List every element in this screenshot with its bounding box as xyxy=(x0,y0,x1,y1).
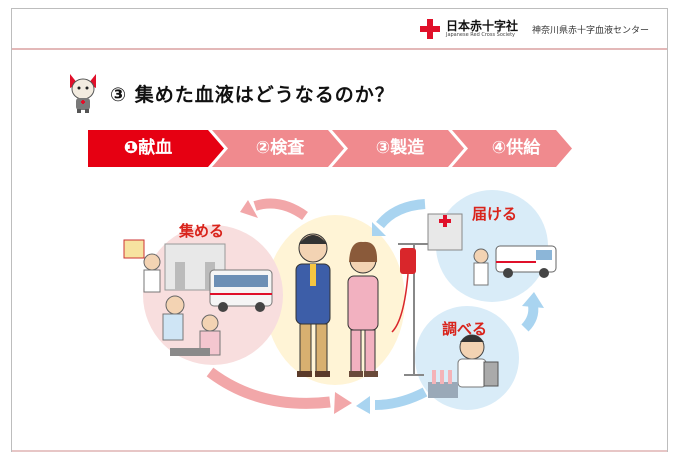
org-name-en: Japanese Red Cross Society xyxy=(445,32,516,38)
inspect-label: 調べる xyxy=(442,320,488,338)
red-cross-icon xyxy=(419,19,440,39)
header-divider xyxy=(12,48,667,50)
step-1-chevron xyxy=(88,130,224,167)
step-2-label[interactable]: ②検査 xyxy=(255,138,305,158)
step-4-label[interactable]: ④供給 xyxy=(491,138,541,158)
step-3-chevron xyxy=(332,130,464,167)
process-steps: ❶献血 ②検査 ③製造 ④供給 xyxy=(88,130,572,167)
center-name: 神奈川県赤十字血液センター xyxy=(531,25,649,36)
step-3-label[interactable]: ③製造 xyxy=(375,138,425,158)
org-name: 日本赤十字社 xyxy=(445,19,518,33)
step-1-label[interactable]: ❶献血 xyxy=(123,138,173,158)
step-2-chevron xyxy=(212,130,344,167)
step-4-chevron xyxy=(452,130,572,167)
mascot-icon xyxy=(70,74,96,113)
red-cross-logo: 日本赤十字社 Japanese Red Cross Society 神奈川県赤十… xyxy=(419,17,649,41)
slide-title-row: ③ 集めた血液はどうなるのか？ xyxy=(66,72,395,114)
collect-label: 集める xyxy=(179,222,225,240)
steps-chevrons xyxy=(88,130,572,167)
deliver-label: 届ける xyxy=(472,205,518,223)
footer-divider xyxy=(12,450,667,452)
slide-title: ③ 集めた血液はどうなるのか？ xyxy=(110,83,395,106)
